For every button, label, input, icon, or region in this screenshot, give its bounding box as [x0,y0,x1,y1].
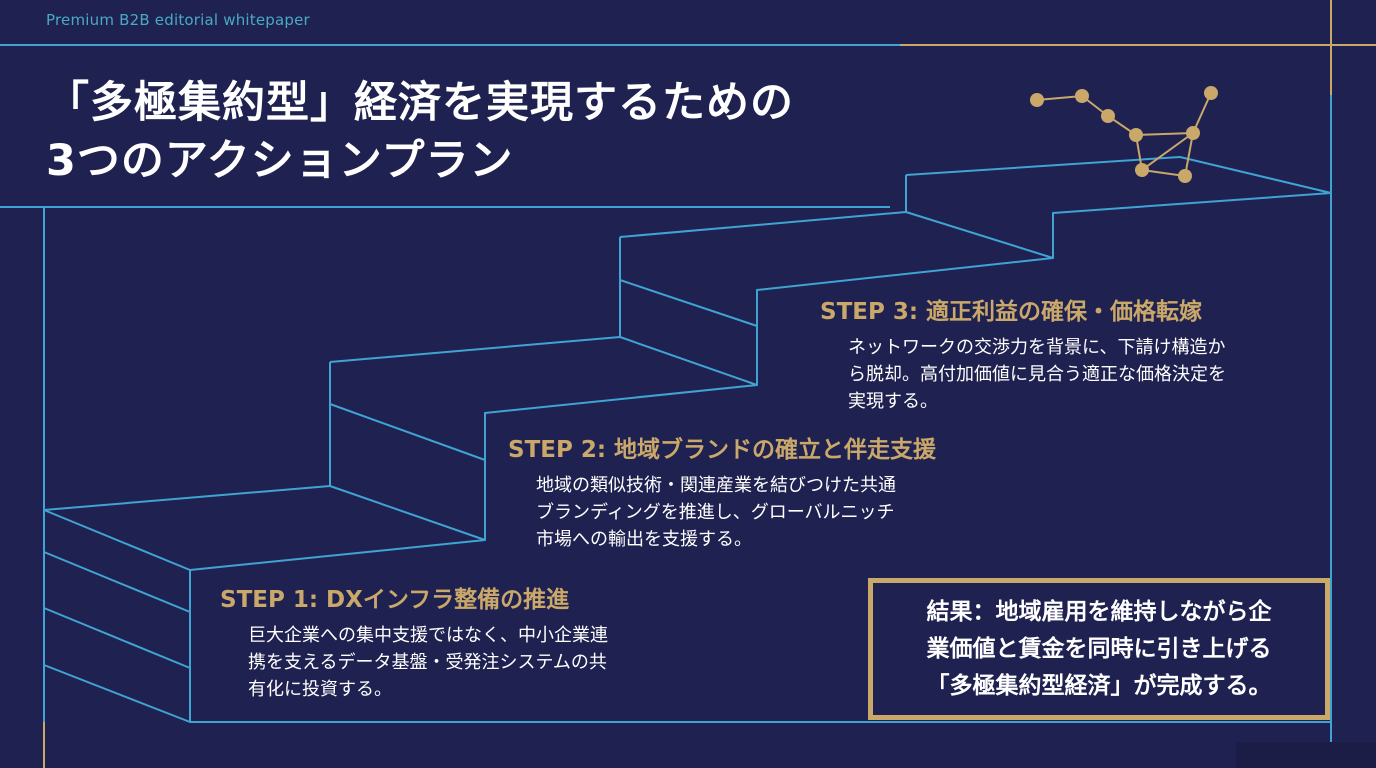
step-1-title: STEP 1: DXインフラ整備の推進 [220,587,570,613]
step-3-line: ら脱却。高付加価値に見合う適正な価格決定を [848,364,1226,385]
step-3-description: ネットワークの交渉力を背景に、下請け構造か ら脱却。高付加価値に見合う適正な価格… [848,334,1226,415]
step-2-description: 地域の類似技術・関連産業を結びつけた共通 ブランディングを推進し、グローバルニッ… [536,472,936,553]
page-title-line-1: 「多極集約型」経済を実現するための [46,78,794,128]
result-line: 結果：地域雇用を維持しながら企 [926,598,1272,625]
step-1-line: 有化に投資する。 [248,679,392,700]
step-1-line: 巨大企業への集中支援ではなく、中小企業連 [248,625,608,646]
step-1-block: STEP 1: DXインフラ整備の推進 巨大企業への集中支援ではなく、中小企業連… [220,580,608,703]
step-3-block: STEP 3: 適正利益の確保・価格転嫁 ネットワークの交渉力を背景に、下請け構… [820,292,1226,415]
step-3-line: ネットワークの交渉力を背景に、下請け構造か [848,337,1226,358]
page-title-line-2: 3つのアクションプラン [46,136,514,186]
step-2-title: STEP 2: 地域ブランドの確立と伴走支援 [508,437,937,463]
corner-shade [1236,742,1376,768]
step-2-line: 地域の類似技術・関連産業を結びつけた共通 [536,475,896,496]
step-2-line: ブランディングを推進し、グローバルニッチ [536,502,895,523]
result-box: 結果：地域雇用を維持しながら企 業価値と賃金を同時に引き上げる 「多極集約型経済… [868,578,1330,720]
result-line: 「多極集約型経済」が完成する。 [926,672,1272,699]
step-1-line: 携を支えるデータ基盤・受発注システムの共 [248,652,607,673]
step-1-description: 巨大企業への集中支援ではなく、中小企業連 携を支えるデータ基盤・受発注システムの… [248,622,608,703]
staircase [43,156,1332,723]
step-2-block: STEP 2: 地域ブランドの確立と伴走支援 地域の類似技術・関連産業を結びつけ… [508,430,936,553]
step-3-title: STEP 3: 適正利益の確保・価格転嫁 [820,299,1203,325]
constellation-icon [1030,86,1218,183]
kicker-label: Premium B2B editorial whitepaper [46,11,310,29]
step-2-line: 市場への輸出を支援する。 [536,529,752,550]
page-title: 「多極集約型」経済を実現するための 3つのアクションプラン [46,74,794,190]
result-line: 業価値と賃金を同時に引き上げる [926,635,1272,662]
step-3-line: 実現する。 [848,391,938,412]
